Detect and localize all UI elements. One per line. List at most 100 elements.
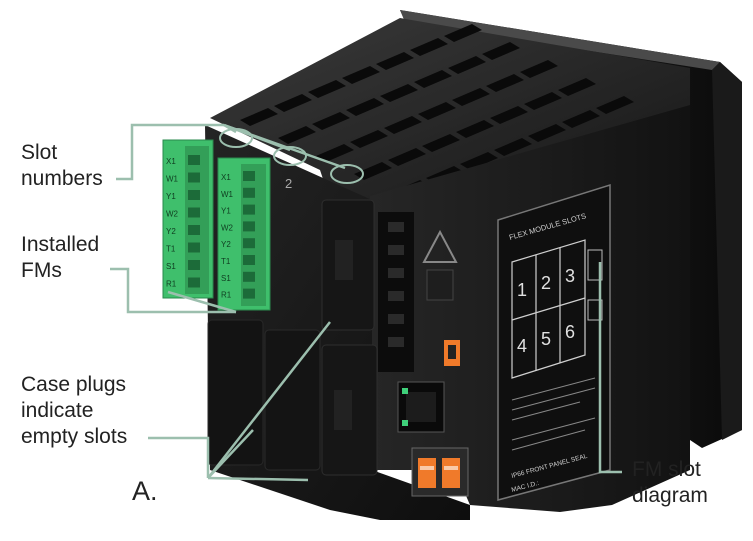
diagram-slot-2: 2 — [541, 273, 551, 293]
terminal-label: Y2 — [166, 227, 176, 236]
diagram-slot-4: 4 — [517, 336, 527, 356]
figure-letter: A. — [132, 476, 158, 506]
leader-lines — [110, 123, 622, 482]
terminal-screw-hole — [243, 271, 255, 282]
callout-slot-numbers-line-2: numbers — [21, 167, 103, 190]
vent-slot — [452, 88, 490, 106]
callout-case-plugs-line-1: Case plugs — [21, 373, 127, 396]
terminal-screw-hole — [188, 225, 200, 235]
terminal-label: W2 — [221, 223, 234, 232]
callout-slot-numbers: Slot numbers — [21, 140, 103, 192]
vent-slot — [346, 98, 384, 116]
vent-slot — [444, 24, 482, 42]
case-rear-face — [205, 125, 470, 520]
terminal-label: Y2 — [221, 240, 231, 249]
terminal-screw-hole — [243, 255, 255, 265]
terminal-label: S1 — [221, 274, 231, 283]
callout-fm-slot-diagram: FM slot diagram — [632, 457, 708, 509]
vent-slot — [410, 38, 448, 56]
vent-slot — [380, 84, 418, 102]
diagram-slot-6: 6 — [565, 322, 575, 342]
warning-triangle-icon — [422, 229, 458, 263]
vent-slot — [528, 124, 566, 142]
terminal-screw-hole — [243, 204, 255, 215]
terminal-screw-hole — [243, 288, 255, 299]
callout-slot-numbers-line-1: Slot — [21, 141, 58, 164]
terminal-screw-hole — [188, 242, 200, 253]
center-terminal-pins — [388, 222, 404, 347]
terminal-label: X1 — [221, 173, 231, 182]
case-plug-lower-middle — [264, 329, 321, 471]
terminal-label: Y1 — [221, 207, 231, 216]
case-plug-lower-left — [207, 319, 264, 466]
diagram-slot-3: 3 — [565, 266, 575, 286]
vent-slot — [342, 66, 380, 84]
connector-icon — [587, 299, 603, 321]
vent-slot — [486, 74, 524, 92]
terminal-label: X1 — [166, 157, 176, 166]
callout-installed-fms-line-1: Installed — [21, 233, 100, 256]
terminal-label: W1 — [166, 175, 179, 184]
callout-fm-slot-diagram-line-1: FM slot — [632, 458, 701, 481]
vent-slot — [558, 78, 596, 96]
terminal-screw-hole — [188, 190, 200, 200]
vent-slot — [562, 110, 600, 128]
vent-slot — [460, 152, 498, 170]
terminal-screw-hole — [243, 221, 255, 232]
vent-slot — [274, 94, 312, 112]
vent-slot — [422, 134, 460, 152]
vent-slot — [278, 126, 316, 144]
terminal-label: R1 — [166, 280, 177, 289]
terminal-screw-hole — [188, 172, 200, 183]
terminal-label: Y1 — [166, 192, 176, 201]
vent-slot — [490, 106, 528, 124]
terminal-label: S1 — [166, 262, 176, 271]
usb-port-1 — [418, 458, 436, 488]
vent-slot — [596, 96, 634, 114]
vent-slot — [448, 56, 486, 74]
callout-case-plugs: Case plugs indicate empty slots — [21, 372, 127, 450]
terminal-screw-hole — [188, 277, 200, 288]
terminal-screw-hole — [243, 171, 255, 181]
vent-slot — [376, 52, 414, 70]
terminal-label: W2 — [166, 210, 179, 219]
fm-slot-diagram-label: FLEX MODULE SLOTS 1 2 3 4 5 6 IP66 FRONT… — [497, 183, 611, 501]
callout-installed-fms: Installed FMs — [21, 232, 99, 284]
vent-slot — [414, 70, 452, 88]
terminal-screw-hole — [188, 260, 200, 270]
terminal-screw-hole — [243, 238, 255, 249]
vent-slot — [312, 112, 350, 130]
vent-slot — [524, 92, 562, 110]
slot-2-number: 2 — [285, 176, 292, 191]
vent-slot — [520, 60, 558, 78]
callout-case-plugs-line-2: indicate — [21, 399, 94, 422]
vent-slot — [316, 144, 354, 162]
terminal-icon — [587, 249, 603, 281]
usb-port-2 — [442, 458, 460, 488]
vent-slot — [494, 138, 532, 156]
terminal-screw-hole — [243, 187, 255, 198]
terminal-label: R1 — [221, 291, 232, 300]
callout-installed-fms-line-2: FMs — [21, 259, 62, 282]
terminal-label: T1 — [221, 257, 231, 266]
terminal-screw-hole — [188, 207, 200, 218]
callout-case-plugs-line-3: empty slots — [21, 425, 128, 448]
vent-slot — [308, 80, 346, 98]
vent-slot — [456, 120, 494, 138]
vent-slot — [240, 108, 278, 126]
callout-fm-slot-diagram-line-2: diagram — [632, 484, 708, 507]
vent-slot — [482, 42, 520, 60]
vent-slot — [388, 148, 426, 166]
diagram-slot-1: 1 — [517, 280, 527, 300]
terminal-screw-hole — [188, 155, 200, 165]
vent-slot — [418, 102, 456, 120]
vent-slot — [350, 130, 388, 148]
vent-slot — [384, 116, 422, 134]
diagram-slot-5: 5 — [541, 329, 551, 349]
terminal-label: W1 — [221, 190, 234, 199]
terminal-label: T1 — [166, 245, 176, 254]
